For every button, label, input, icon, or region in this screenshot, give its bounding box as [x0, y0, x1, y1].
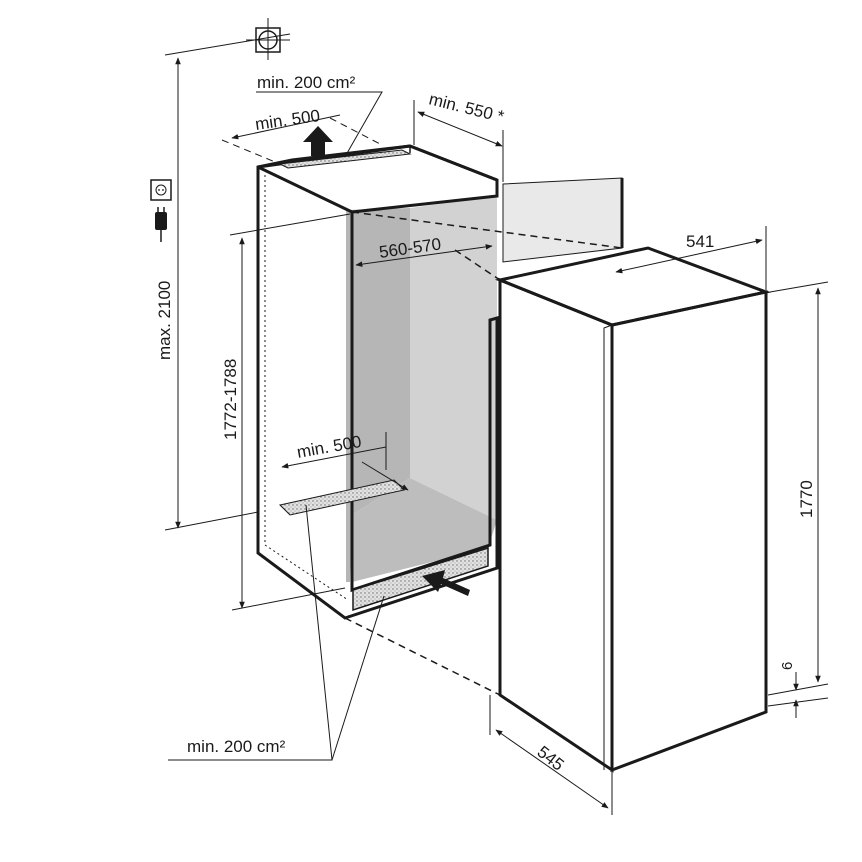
niche-height-bottom-ref	[231, 587, 346, 611]
top-vent-depth-ref	[221, 139, 281, 165]
appliance-height-label: 1770	[797, 480, 816, 518]
power-socket-icon	[150, 179, 172, 201]
top-reference-mark	[246, 18, 290, 60]
bottom-vent-depth-dim-line	[281, 446, 387, 469]
niche-height-label: 1772-1788	[221, 359, 240, 440]
top-vent-depth-label: min. 500	[254, 106, 321, 134]
appliance-width-dim-line	[615, 238, 763, 274]
appliance-body	[494, 246, 772, 773]
plinth-vent-grille	[352, 546, 489, 612]
bottom-vent-area-leader-2	[331, 595, 385, 761]
appliance-height-top-ref	[769, 281, 829, 293]
niche-inner-dotted	[264, 175, 349, 601]
max-height-bottom-ref	[164, 511, 259, 531]
top-vent-area-label: min. 200 cm²	[257, 73, 356, 92]
niche-cabinet	[256, 144, 499, 620]
bottom-vent-area-label: min. 200 cm²	[187, 737, 286, 756]
top-airflow-arrow	[303, 126, 333, 156]
power-plug-icon	[155, 207, 167, 242]
appliance-height-bottom-ref	[767, 683, 829, 696]
inner-width-dim-line	[355, 244, 493, 267]
niche-interior-back	[410, 196, 497, 520]
top-vent-depth-dim-line	[231, 114, 341, 140]
appliance-top	[494, 246, 772, 327]
niche-interior-floor	[352, 478, 497, 582]
top-vent-grille	[278, 149, 412, 169]
niche-height-top-ref	[229, 213, 351, 236]
plinth-offset-label: 6	[779, 662, 796, 670]
rear-clearance-dim-line	[417, 111, 503, 147]
max-height-top-ref	[164, 33, 291, 56]
appliance-front-edge	[603, 324, 613, 770]
appliance-front	[610, 290, 768, 773]
appliance-depth-label: 545	[534, 742, 568, 774]
top-vent-area-leader	[256, 91, 383, 156]
appliance-side	[498, 277, 614, 773]
niche-top-depth	[257, 165, 353, 214]
max-height-label: max. 2100	[155, 281, 174, 360]
plinth-airflow-arrow	[422, 570, 470, 596]
top-vent-depth-ref-2	[329, 117, 383, 146]
niche-top-right-edge	[409, 144, 498, 182]
appliance-depth-dim-line	[495, 729, 609, 809]
airflow-arrows	[303, 126, 470, 596]
bottom-vent-depth-ref-2	[361, 461, 409, 491]
plinth-offset-ref	[767, 697, 829, 707]
appliance-width-label: 541	[686, 232, 714, 251]
open-door-panel	[502, 177, 623, 263]
bottom-vent-area-leader-1	[168, 504, 333, 761]
